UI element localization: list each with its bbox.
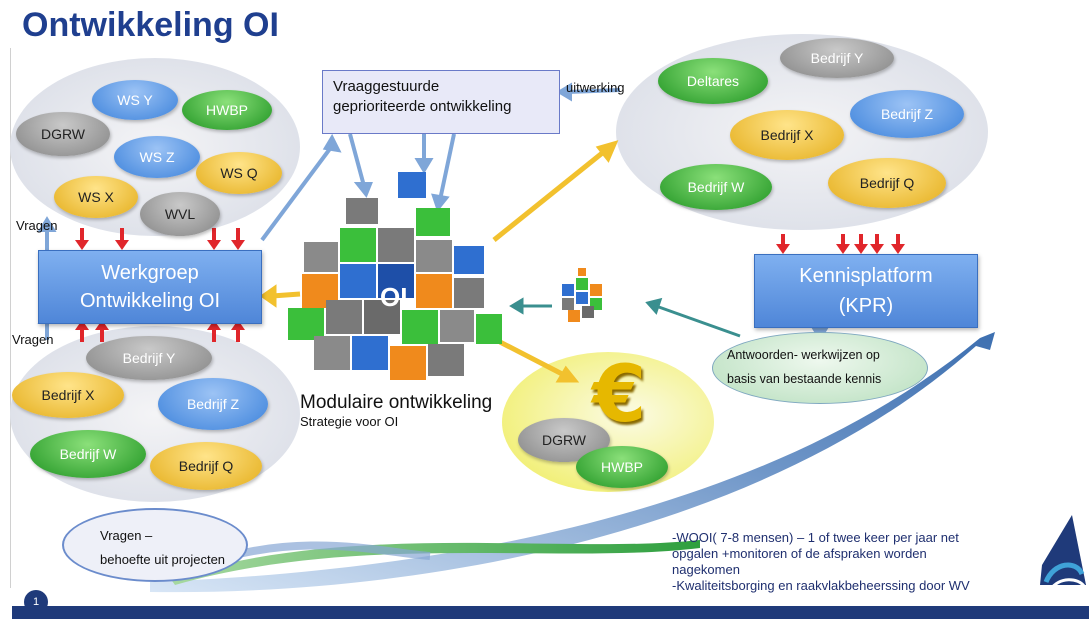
vragen-behoefte-ellipse: Vragen – behoefte uit projecten <box>62 508 248 582</box>
cube-oi-label: OI <box>380 282 408 312</box>
logo-icon <box>1040 515 1086 591</box>
swoosh-green <box>170 540 700 585</box>
oval-label: Bedrijf Z <box>186 396 240 412</box>
oval-ws-q: WS Q <box>196 152 282 194</box>
oval-label: Bedrijf W <box>59 446 117 462</box>
cube-blocks <box>288 172 502 380</box>
notes-line2: opgalen +monitoren of de afspraken worde… <box>672 546 927 561</box>
vraaggestuurd-box: Vraaggestuurde geprioriteerde ontwikkeli… <box>322 70 560 134</box>
notes-line3: nagekomen <box>672 562 740 577</box>
oval-bedrijf-x-right: Bedrijf X <box>730 110 844 160</box>
notes-line4: -Kwaliteitsborging en raakvlakbeheerssin… <box>672 578 970 593</box>
oval-label: HWBP <box>206 102 248 118</box>
oval-bedrijf-z-left: Bedrijf Z <box>158 378 268 430</box>
oval-bedrijf-y-right: Bedrijf Y <box>780 38 894 78</box>
oval-ws-z: WS Z <box>114 136 200 178</box>
oval-hwbp-funding: HWBP <box>576 446 668 488</box>
oval-dgrw: DGRW <box>16 112 110 156</box>
rubik-cube-icon <box>288 172 502 380</box>
oval-ws-x: WS X <box>54 176 138 218</box>
vragen-label-bottom: Vragen <box>12 332 54 347</box>
notes-block: -WOOI( 7-8 mensen) – 1 of twee keer per … <box>672 530 1032 594</box>
vraaggestuurd-line1: Vraaggestuurde <box>333 78 440 95</box>
oval-bedrijf-y-left: Bedrijf Y <box>86 336 212 380</box>
oval-label: HWBP <box>601 459 643 475</box>
notes-line1: -WOOI( 7-8 mensen) – 1 of twee keer per … <box>672 530 959 545</box>
werkgroep-line1: Werkgroep <box>101 262 199 284</box>
oval-bedrijf-x-left: Bedrijf X <box>12 372 124 418</box>
werkgroep-line2: Ontwikkeling OI <box>79 290 221 312</box>
oval-label: WS Z <box>139 149 175 165</box>
red-arrows <box>75 228 905 342</box>
oval-label: Bedrijf X <box>41 387 95 403</box>
oval-label: Bedrijf W <box>687 179 745 195</box>
oval-deltares: Deltares <box>658 58 768 104</box>
oval-label: Bedrijf Q <box>859 175 915 191</box>
modulaire-label: Modulaire ontwikkeling <box>300 392 493 413</box>
swoosh-blue <box>150 332 995 593</box>
left-divider <box>10 48 11 588</box>
euro-icon: € <box>592 350 647 440</box>
oval-bedrijf-z-right: Bedrijf Z <box>850 90 964 138</box>
oval-bedrijf-w-right: Bedrijf W <box>660 164 772 210</box>
teal-arrows <box>509 297 741 338</box>
oval-bedrijf-q-right: Bedrijf Q <box>828 158 946 208</box>
oval-bedrijf-w-left: Bedrijf W <box>30 430 146 478</box>
kennisplatform-line1: Kennisplatform <box>799 265 933 287</box>
oval-label: Bedrijf Q <box>178 458 234 474</box>
kennisplatform-line2: (KPR) <box>838 295 894 317</box>
oval-label: Deltares <box>686 73 740 89</box>
oval-label: WS Y <box>117 92 153 108</box>
oval-label: WS Q <box>220 165 258 181</box>
vragen-label-top: Vragen <box>16 218 58 233</box>
uitwerking-label: uitwerking <box>566 80 625 95</box>
vraaggestuurd-line2: geprioriteerde ontwikkeling <box>333 98 512 115</box>
oval-label: DGRW <box>40 126 86 142</box>
oval-label: Bedrijf Y <box>122 350 176 366</box>
kennisplatform-box: Kennisplatform (KPR) <box>754 254 978 328</box>
footer-bar <box>12 606 1089 619</box>
oval-label: DGRW <box>541 432 587 448</box>
oval-label: Bedrijf Y <box>810 50 864 66</box>
oval-hwbp: HWBP <box>182 90 272 130</box>
oval-bedrijf-q-left: Bedrijf Q <box>150 442 262 490</box>
vragen-behoefte-line1: Vragen – <box>100 528 153 543</box>
antwoorden-line2: basis van bestaande kennis <box>727 372 882 386</box>
antwoorden-line1: Antwoorden- werkwijzen op <box>727 348 880 362</box>
antwoorden-ellipse: Antwoorden- werkwijzen op basis van best… <box>712 332 928 404</box>
oval-wvl: WVL <box>140 192 220 236</box>
oval-ws-y: WS Y <box>92 80 178 120</box>
page-number: 1 <box>24 590 48 614</box>
oval-label: WVL <box>164 206 196 222</box>
page-title: Ontwikkeling OI <box>22 6 279 44</box>
small-cube-icon <box>562 268 602 322</box>
yellow-arrows <box>259 140 619 383</box>
werkgroep-box: Werkgroep Ontwikkeling OI <box>38 250 262 324</box>
strategie-label: Strategie voor OI <box>300 414 399 429</box>
vragen-behoefte-line2: behoefte uit projecten <box>100 552 226 567</box>
oval-label: Bedrijf Z <box>880 106 934 122</box>
oval-label: WS X <box>78 189 114 205</box>
oval-label: Bedrijf X <box>760 127 814 143</box>
